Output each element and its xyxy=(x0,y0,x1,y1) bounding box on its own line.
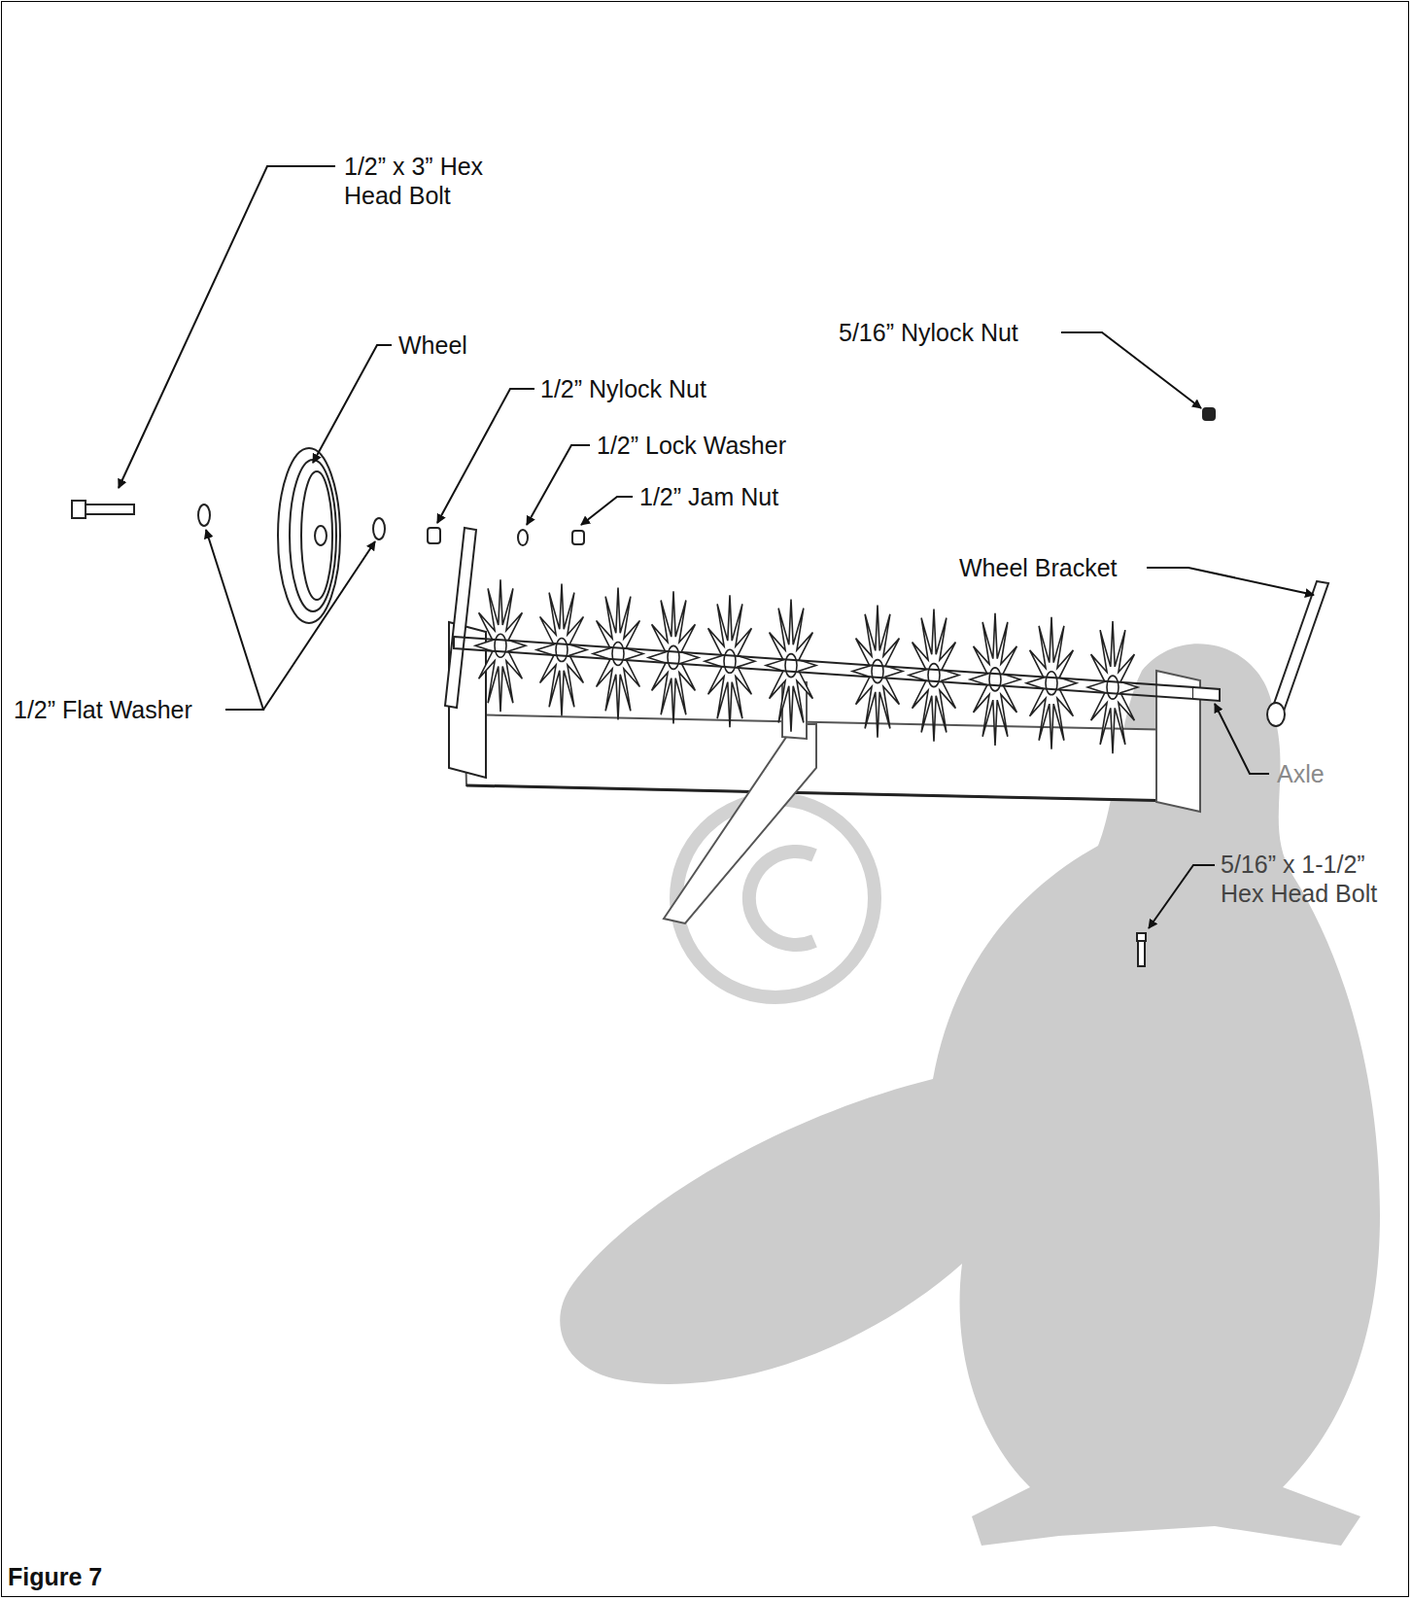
part-label: 1/2” x 3” Hex Head Bolt xyxy=(344,151,519,210)
bolt-shank-small xyxy=(1137,940,1145,966)
tine-wheel xyxy=(1026,617,1077,750)
tine-wheel xyxy=(704,594,756,727)
leader-line xyxy=(1146,567,1314,595)
bolt-shank xyxy=(85,504,135,515)
leader-line xyxy=(312,344,392,463)
leader-line xyxy=(118,166,336,488)
copyright-c xyxy=(749,851,815,945)
tine-hub xyxy=(555,638,568,662)
wheel-hub xyxy=(314,525,327,546)
axle-end xyxy=(1193,687,1220,701)
figure-caption: Figure 7 xyxy=(7,1562,103,1591)
leader-line xyxy=(1148,864,1215,929)
nylock-nut-small xyxy=(1203,408,1215,420)
jam-nut xyxy=(572,530,585,545)
bracket-hub xyxy=(1267,702,1285,726)
leader-line xyxy=(581,496,633,525)
wheel-tread xyxy=(289,459,337,612)
tine-hub xyxy=(928,663,940,688)
tine-hub xyxy=(1106,675,1119,699)
part-label: Wheel Bracket xyxy=(959,552,1118,583)
tine-hub xyxy=(494,633,507,657)
flat-washer xyxy=(198,504,210,526)
part-label: 1/2” Nylock Nut xyxy=(540,374,707,404)
frame-plate xyxy=(464,714,1182,801)
leader-line xyxy=(206,529,264,710)
tine-hub xyxy=(1045,671,1058,695)
tine-wheel xyxy=(475,579,526,712)
tine-hub xyxy=(612,641,624,665)
lock-washer xyxy=(517,529,528,546)
part-label: Axle xyxy=(1276,758,1325,789)
leader-line xyxy=(1214,703,1270,774)
tine-hub xyxy=(989,667,1001,691)
wheel-tire xyxy=(277,447,341,623)
tine-hub xyxy=(667,645,680,669)
bolt-head-small xyxy=(1136,932,1146,941)
tongue xyxy=(663,723,817,924)
part-label: Wheel xyxy=(398,330,468,360)
axle-tube xyxy=(453,636,1194,699)
tine-wheel xyxy=(852,605,903,738)
wheel-rim xyxy=(301,471,333,600)
part-label: 5/16” x 1-1/2” Hex Head Bolt xyxy=(1220,849,1401,908)
tine-hub xyxy=(785,654,797,678)
wheel-bracket xyxy=(1269,581,1329,720)
leader-line xyxy=(437,388,535,523)
tine-hub xyxy=(871,659,884,684)
tine-wheel xyxy=(908,609,960,742)
tine-wheel xyxy=(536,584,587,717)
flat-washer xyxy=(373,517,385,540)
leader-line xyxy=(526,445,590,525)
tine-wheel xyxy=(592,587,644,721)
part-label: 5/16” Nylock Nut xyxy=(838,317,1019,347)
tine-wheel xyxy=(969,613,1021,746)
part-label: 1/2” Flat Washer xyxy=(13,694,193,724)
leader-line xyxy=(1061,332,1202,409)
part-label: 1/2” Jam Nut xyxy=(639,482,779,512)
leader-line xyxy=(263,541,376,710)
nylock-nut xyxy=(427,527,441,544)
tine-wheel xyxy=(648,590,699,724)
frame-edge xyxy=(466,785,1182,801)
bolt-head xyxy=(71,500,86,518)
tine-wheel xyxy=(1087,620,1138,754)
wheel-bracket xyxy=(445,527,477,708)
tine-wheel xyxy=(765,599,817,732)
tine-hub xyxy=(723,649,736,673)
part-label: 1/2” Lock Washer xyxy=(596,430,787,460)
